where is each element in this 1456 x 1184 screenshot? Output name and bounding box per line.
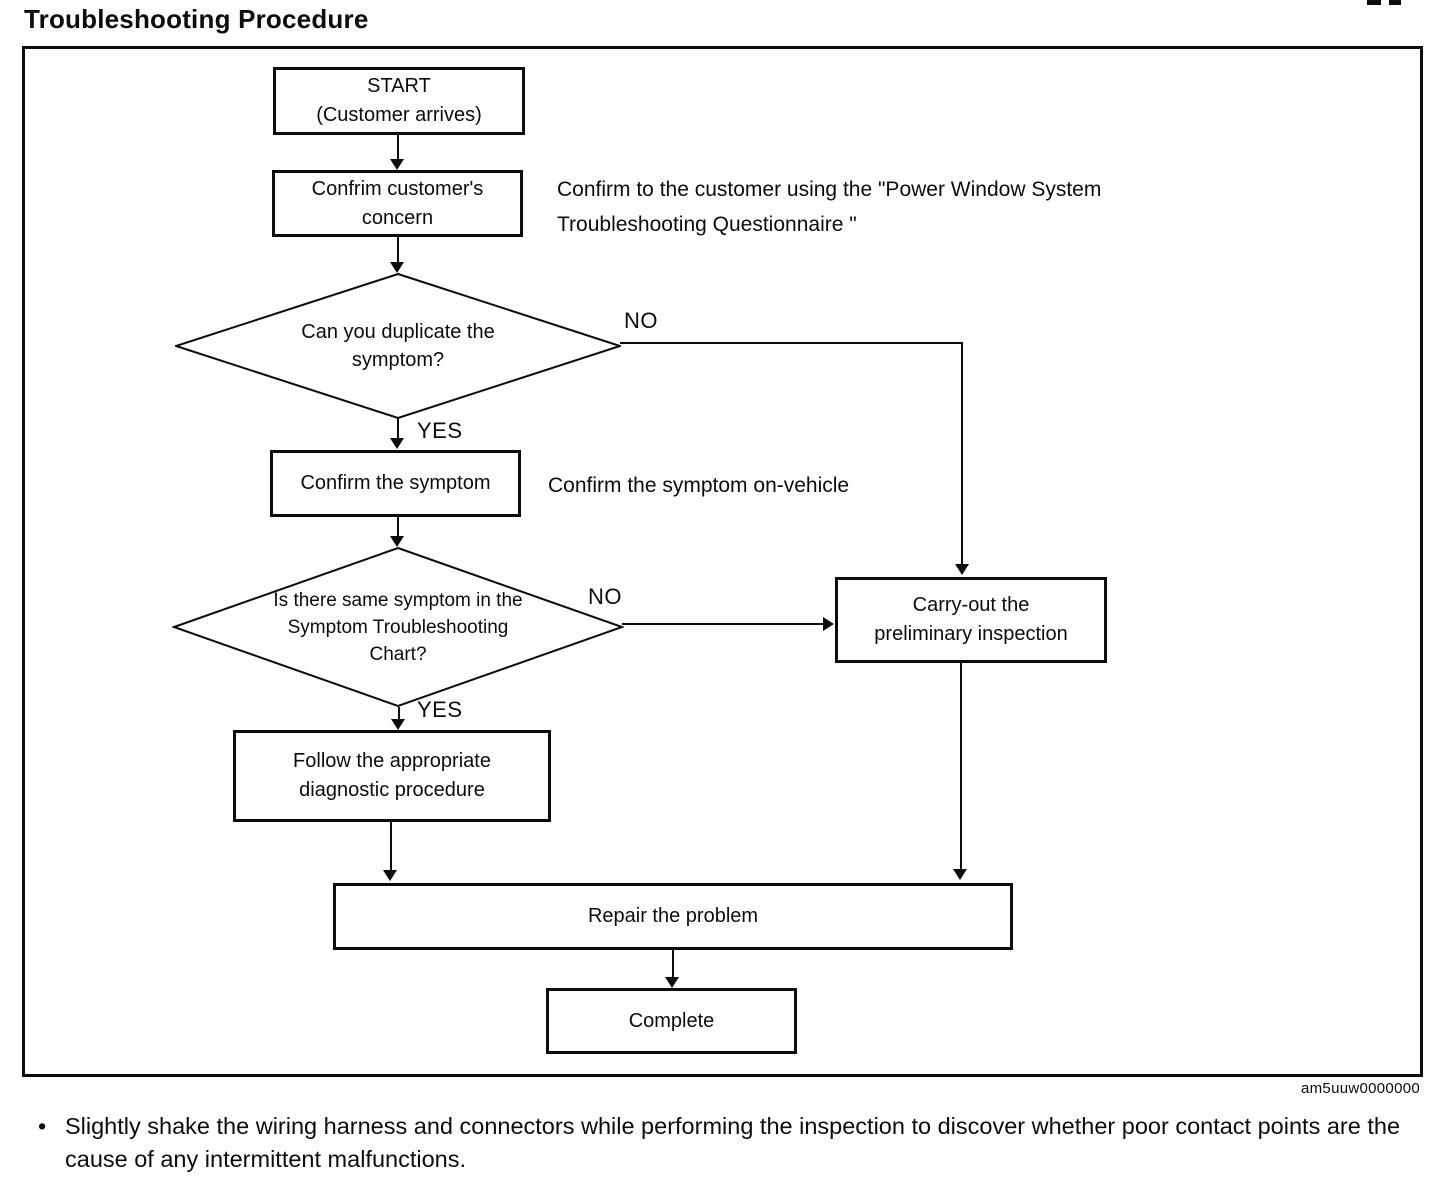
node-repair: Repair the problem — [333, 883, 1013, 950]
connector-duplicate-no-vertical — [961, 342, 963, 566]
node-start-line1: START — [367, 75, 431, 97]
node-diagnostic-procedure-line2: diagnostic procedure — [299, 779, 485, 801]
arrowhead-duplicate-yes — [390, 438, 404, 449]
arrowhead-symptom-to-chart — [390, 536, 404, 547]
arrowhead-chart-yes — [391, 719, 405, 730]
node-confirm-concern-line1: Confrim customer's — [311, 177, 484, 200]
edge-label-chart-yes: YES — [417, 697, 463, 722]
node-preliminary-inspection-line2: preliminary inspection — [874, 623, 1068, 645]
arrowhead-inspection-to-repair — [953, 869, 967, 880]
node-confirm-concern-line2: concern — [361, 206, 434, 229]
figure-code: am5uuw0000000 — [1301, 1080, 1420, 1097]
arrowhead-duplicate-no — [955, 564, 969, 575]
node-confirm-symptom: Confirm the symptom — [270, 450, 521, 517]
node-confirm-symptom-label: Confirm the symptom — [300, 472, 491, 494]
decision-duplicate-symptom: Can you duplicate the symptom? — [175, 273, 621, 419]
note-confirm-symptom-line: Confirm the symptom on-vehicle — [548, 474, 850, 497]
bullet-icon: • — [38, 1113, 47, 1139]
node-repair-label: Repair the problem — [587, 905, 759, 927]
connector-duplicate-yes — [397, 417, 399, 441]
decision-duplicate-symptom-text: Can you duplicate the symptom? — [175, 273, 621, 419]
decision-duplicate-symptom-line1: Can you duplicate the — [301, 321, 495, 343]
scan-artifact — [1389, 0, 1401, 5]
decision-symptom-chart-line3: Chart? — [369, 644, 427, 665]
arrowhead-start-to-concern — [390, 159, 404, 170]
decision-symptom-chart-line2: Symptom Troubleshooting — [287, 617, 509, 638]
arrowhead-repair-to-complete — [665, 977, 679, 988]
connector-symptom-to-chart — [397, 517, 399, 539]
arrowhead-diagnostic-to-repair — [383, 870, 397, 881]
node-preliminary-inspection-line1: Carry-out the — [912, 594, 1030, 616]
connector-chart-no — [622, 623, 824, 625]
footnote-text: Slightly shake the wiring harness and co… — [65, 1113, 1401, 1172]
footnote: • Slightly shake the wiring harness and … — [38, 1110, 1428, 1176]
edge-label-duplicate-no: NO — [624, 308, 658, 333]
node-complete-label: Complete — [628, 1009, 715, 1032]
arrowhead-concern-to-duplicate — [390, 262, 404, 273]
connector-duplicate-no-horizontal — [620, 342, 963, 344]
node-diagnostic-procedure-line1: Follow the appropriate — [293, 750, 491, 772]
node-confirm-concern: Confrim customer's concern — [272, 170, 523, 237]
edge-label-duplicate-yes: YES — [417, 418, 463, 443]
connector-repair-to-complete — [672, 950, 674, 980]
decision-symptom-chart-line1: Is there same symptom in the — [273, 590, 523, 611]
note-confirm-symptom: Confirm the symptom on-vehicle — [548, 468, 849, 503]
arrowhead-chart-no — [823, 617, 834, 631]
scan-artifact — [1367, 0, 1381, 5]
decision-symptom-chart: Is there same symptom in the Symptom Tro… — [172, 547, 624, 708]
connector-concern-to-duplicate — [397, 237, 399, 263]
connector-inspection-to-repair — [960, 663, 962, 871]
note-confirm-concern: Confirm to the customer using the "Power… — [557, 172, 1101, 242]
edge-label-chart-no: NO — [588, 584, 622, 609]
node-start-line2: (Customer arrives) — [316, 104, 482, 126]
note-confirm-concern-line2: Troubleshooting Questionnaire " — [557, 213, 857, 236]
connector-chart-yes — [398, 707, 400, 721]
decision-duplicate-symptom-line2: symptom? — [351, 349, 445, 371]
connector-start-to-concern — [397, 135, 399, 161]
node-diagnostic-procedure: Follow the appropriate diagnostic proced… — [233, 730, 551, 822]
decision-symptom-chart-text: Is there same symptom in the Symptom Tro… — [172, 547, 624, 708]
page-title: Troubleshooting Procedure — [24, 4, 369, 34]
node-start: START (Customer arrives) — [273, 67, 525, 135]
note-confirm-concern-line1: Confirm to the customer using the "Power… — [557, 178, 1102, 201]
node-complete: Complete — [546, 988, 797, 1054]
node-preliminary-inspection: Carry-out the preliminary inspection — [835, 577, 1107, 663]
diamond-shape — [172, 547, 624, 708]
connector-diagnostic-to-repair — [390, 822, 392, 872]
